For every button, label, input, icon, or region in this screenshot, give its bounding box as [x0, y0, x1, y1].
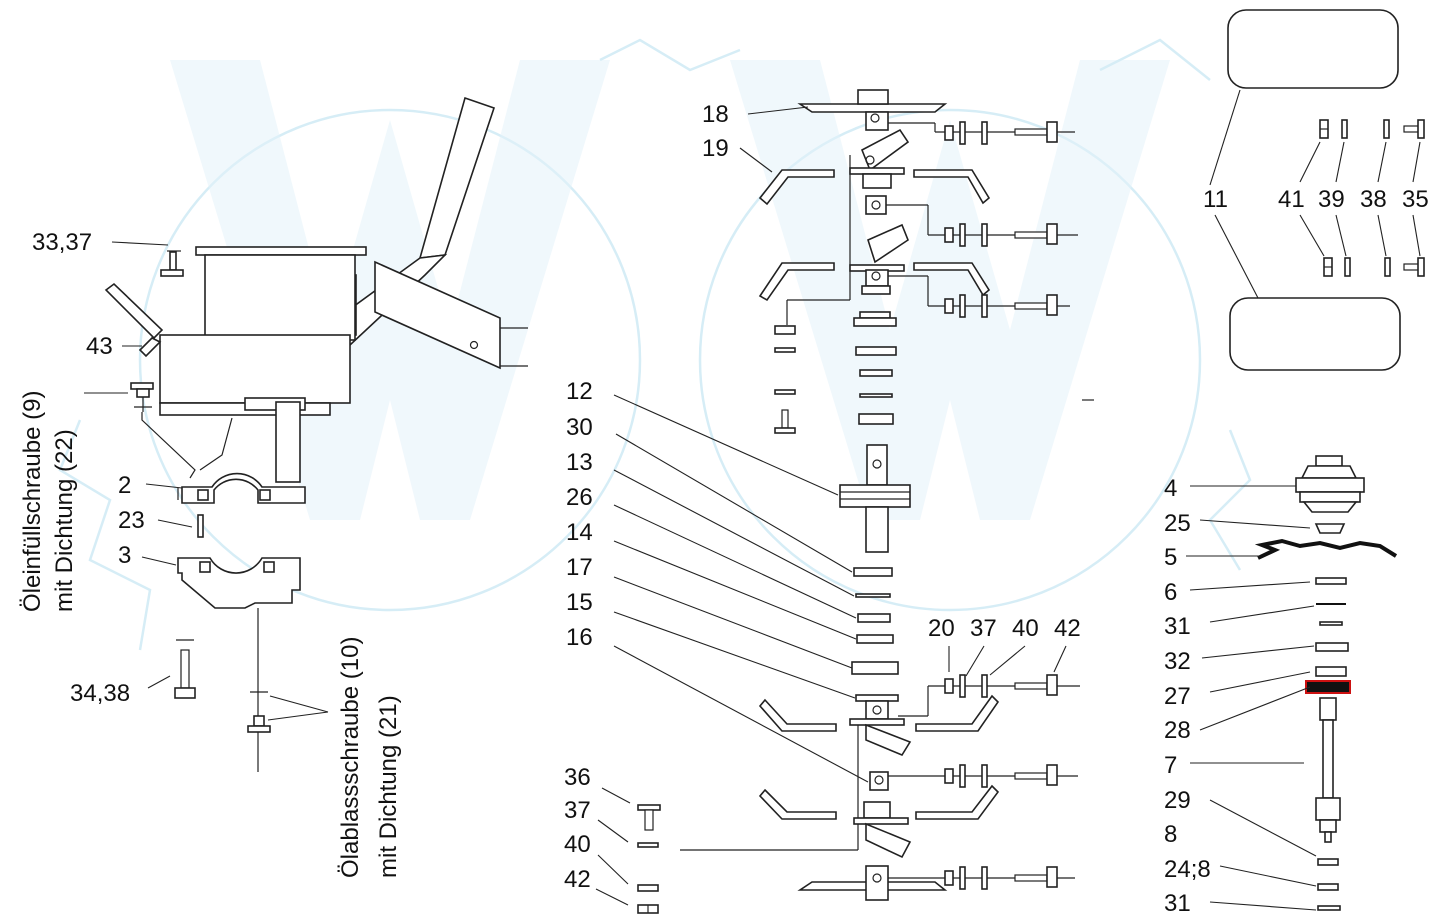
middle-leader-lines [595, 106, 1067, 906]
label-12: 12 [566, 378, 593, 405]
label-17: 17 [566, 554, 593, 581]
label-40-small: 40 [564, 831, 591, 858]
right-leader-lines [1186, 485, 1317, 911]
label-37-small: 37 [564, 797, 591, 824]
label-16: 16 [566, 624, 593, 651]
label-24-8: 24;8 [1164, 856, 1211, 883]
top-right-part-group [1209, 9, 1425, 371]
oil-fill-note: Öleinfüllschraube (9) mit Dichtung (22) [19, 391, 78, 612]
label-31-bottom: 31 [1164, 890, 1191, 916]
bearing-stack-assembly [1254, 455, 1398, 911]
label-14: 14 [566, 519, 593, 546]
oil-drain-note: Ölablassschraube (10) mit Dichtung (21) [337, 637, 402, 878]
label-23: 23 [118, 507, 145, 534]
label-37: 37 [970, 615, 997, 642]
label-32: 32 [1164, 648, 1191, 675]
oil-drain-note-line1: Ölablassschraube (10) [337, 637, 364, 878]
label-39: 39 [1318, 186, 1345, 213]
oil-drain-note-line2: mit Dichtung (21) [375, 695, 402, 878]
label-19: 19 [702, 135, 729, 162]
label-34-38: 34,38 [70, 680, 130, 707]
label-43: 43 [86, 333, 113, 360]
label-25: 25 [1164, 510, 1191, 537]
label-36: 36 [564, 764, 591, 791]
label-11: 11 [1203, 186, 1228, 213]
label-30: 30 [566, 414, 593, 441]
label-33-37: 33,37 [32, 229, 92, 256]
label-5: 5 [1164, 544, 1177, 571]
label-3: 3 [118, 542, 131, 569]
label-18: 18 [702, 101, 729, 128]
label-20: 20 [928, 615, 955, 642]
gearbox-housing-assembly [104, 96, 528, 772]
rotor-shaft-assembly [637, 89, 1000, 914]
label-31: 31 [1164, 613, 1191, 640]
label-27: 27 [1164, 683, 1191, 710]
label-4: 4 [1164, 475, 1177, 502]
highlighted-bearing-part [1305, 680, 1351, 694]
label-26: 26 [566, 484, 593, 511]
label-6: 6 [1164, 579, 1177, 606]
label-2: 2 [118, 472, 131, 499]
oil-fill-note-line1: Öleinfüllschraube (9) [19, 391, 46, 612]
oil-fill-note-line2: mit Dichtung (22) [51, 429, 78, 612]
label-42: 42 [1054, 615, 1081, 642]
label-38: 38 [1360, 186, 1387, 213]
label-42-small: 42 [564, 866, 591, 893]
blade-bolt-rows [886, 121, 1094, 890]
label-7: 7 [1164, 752, 1177, 779]
label-28: 28 [1164, 717, 1191, 744]
part-number-labels: 18 19 33,37 43 2 23 3 34,38 12 30 13 26 … [32, 101, 1429, 916]
label-40: 40 [1012, 615, 1039, 642]
label-8: 8 [1164, 821, 1177, 848]
label-29: 29 [1164, 787, 1191, 814]
label-35: 35 [1402, 186, 1429, 213]
label-41: 41 [1278, 186, 1305, 213]
left-leader-lines [84, 241, 329, 721]
label-13: 13 [566, 449, 593, 476]
label-15: 15 [566, 589, 593, 616]
